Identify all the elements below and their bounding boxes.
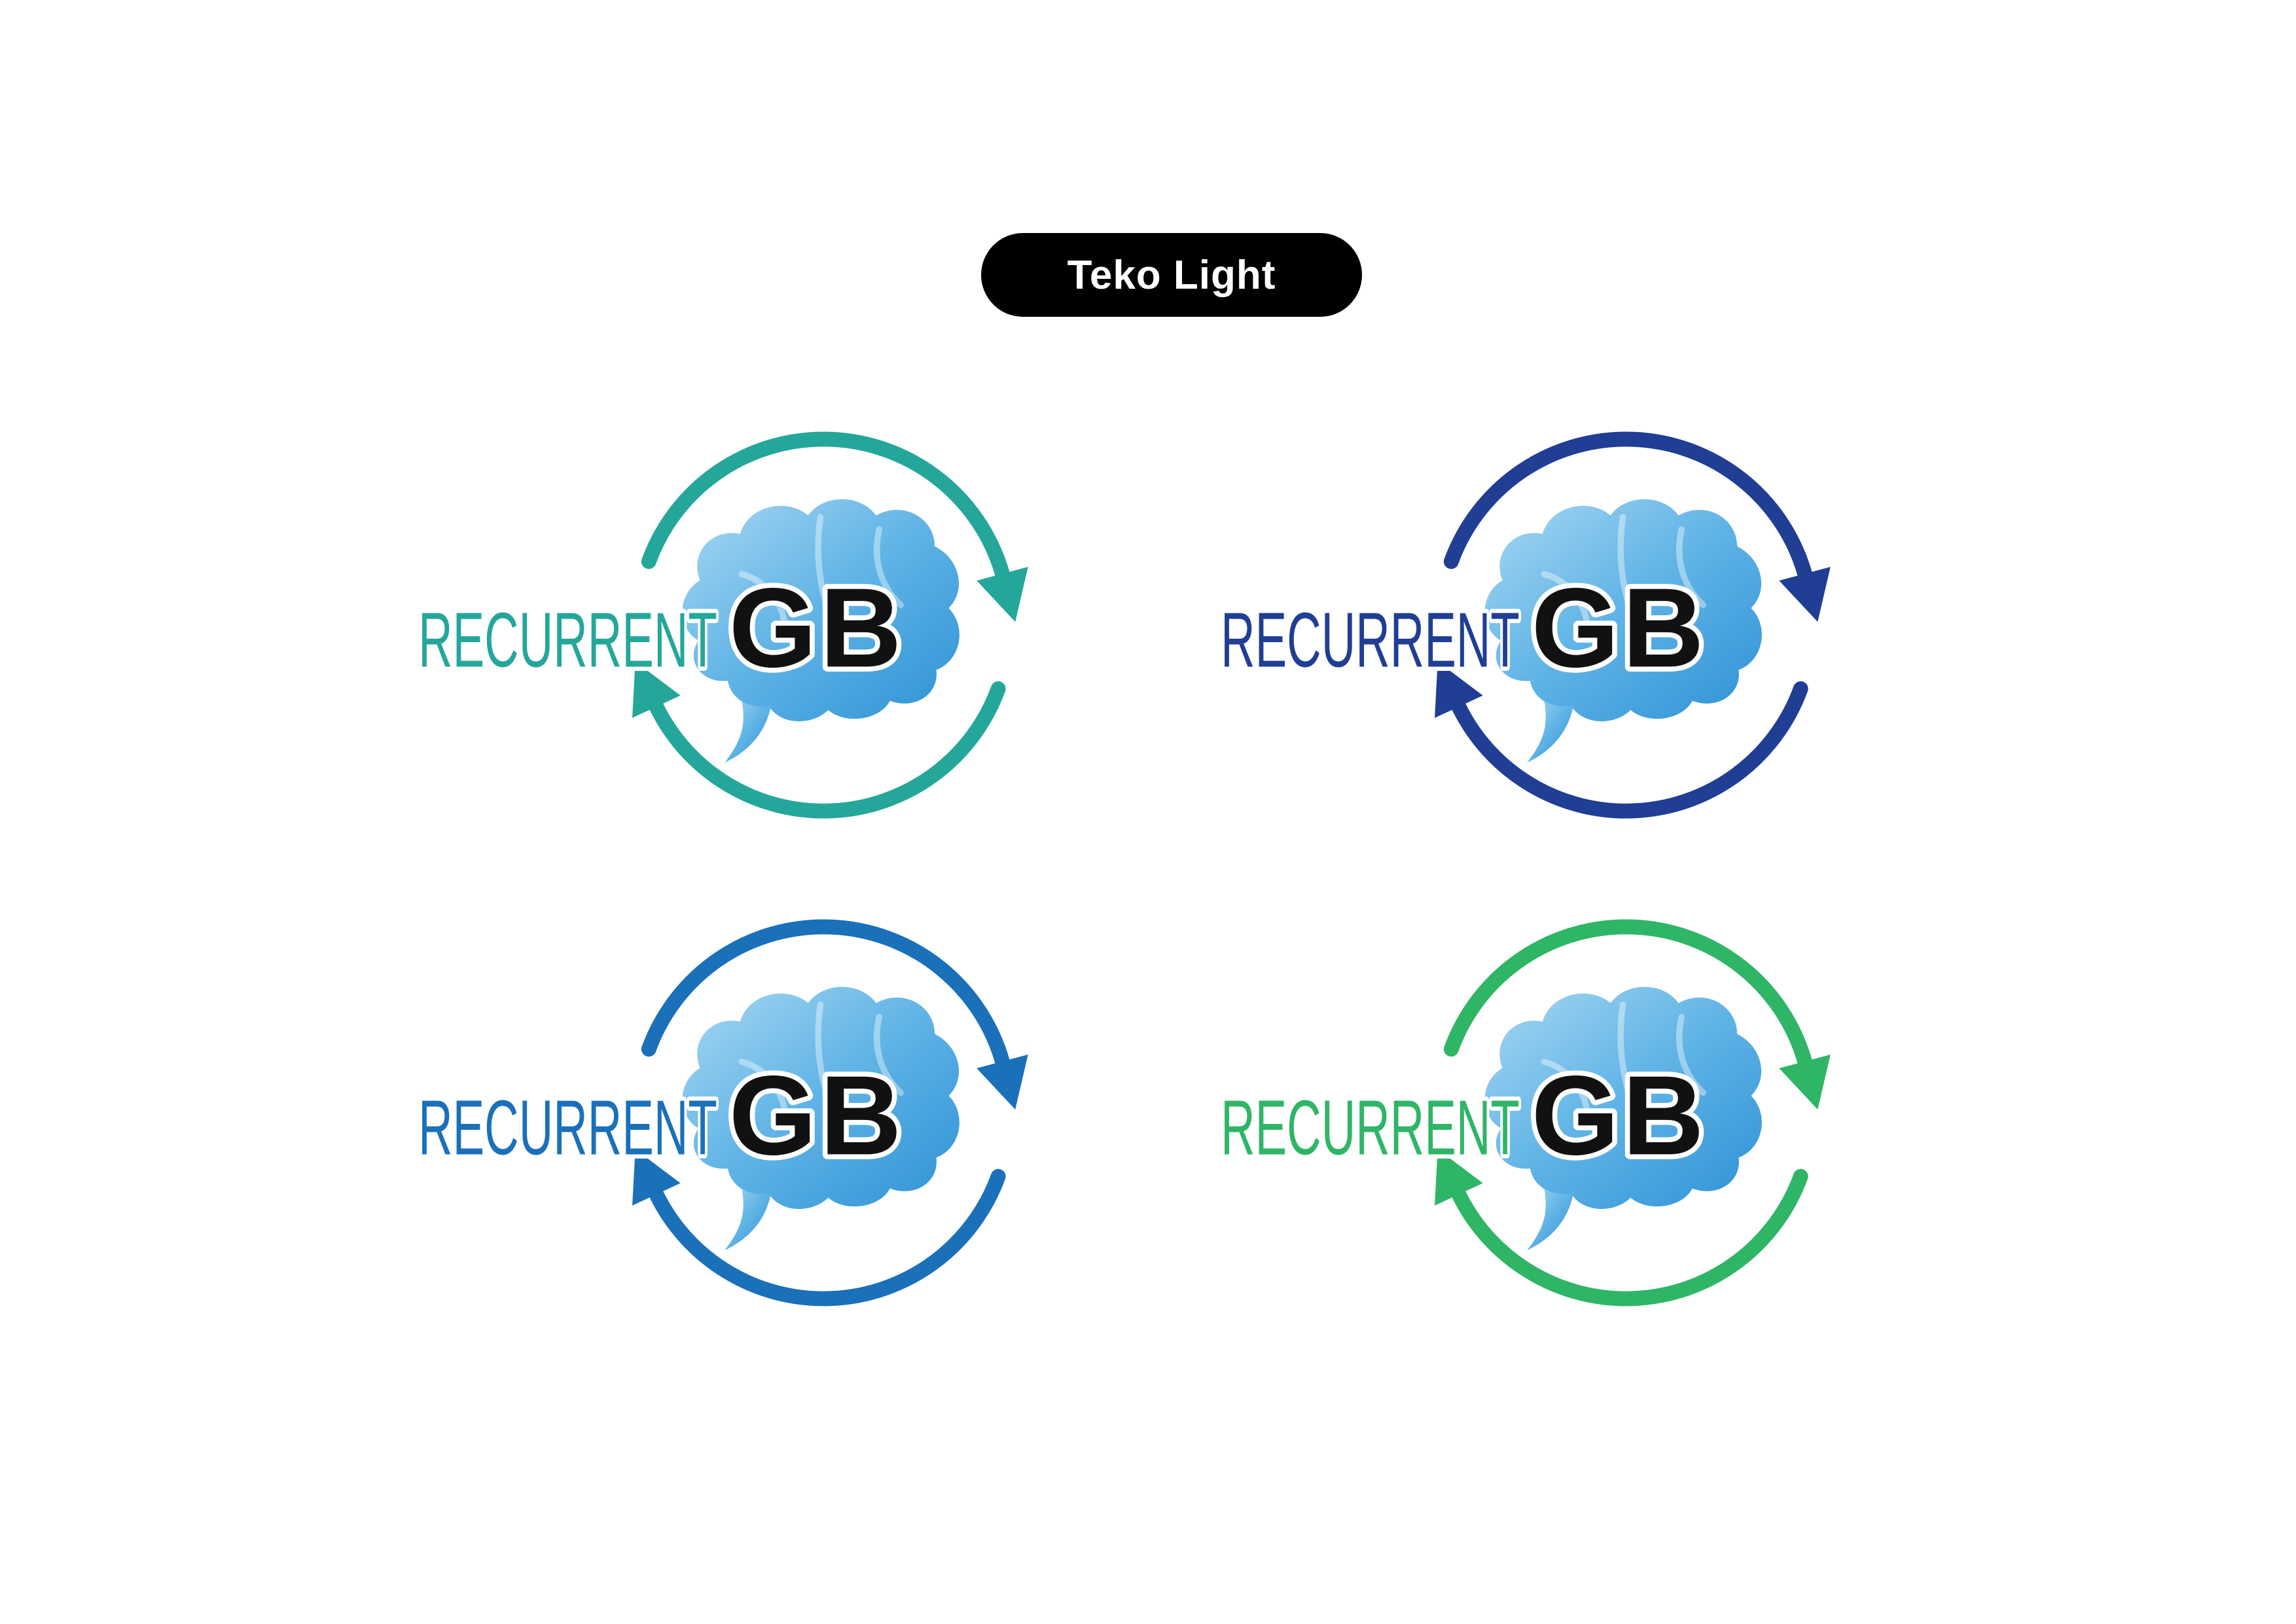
brain-icon bbox=[1484, 986, 1762, 1251]
brain-stem bbox=[1527, 700, 1574, 763]
brain-icon bbox=[682, 986, 960, 1251]
brain-lobe-lines bbox=[1541, 514, 1706, 650]
brain-body bbox=[682, 986, 960, 1209]
brain-icon bbox=[1484, 499, 1762, 763]
logo-variant-teal: RECURRENT GB bbox=[325, 359, 1122, 891]
brain-body bbox=[1484, 986, 1762, 1209]
brain-lobe-lines bbox=[1541, 1001, 1706, 1138]
font-label-text: Teko Light bbox=[1067, 252, 1276, 298]
cycle-arrowhead-top-icon bbox=[977, 567, 1028, 623]
brain-stem bbox=[1527, 1188, 1574, 1251]
brain-stem bbox=[725, 700, 772, 763]
cycle-arc-bottom bbox=[1450, 1168, 1808, 1307]
logo-variant-blue: RECURRENT GB bbox=[325, 847, 1122, 1379]
cycle-arc-top bbox=[641, 919, 1011, 1072]
brain-body bbox=[682, 499, 960, 721]
cycle-arrowhead-bottom-icon bbox=[1435, 661, 1483, 718]
logo-wordmark-recurrent: RECURRENT bbox=[418, 1084, 717, 1171]
brain-icon bbox=[682, 499, 960, 763]
cycle-arrowhead-top-icon bbox=[1779, 567, 1831, 623]
brain-lobe-lines bbox=[738, 514, 904, 650]
font-label-badge: Teko Light bbox=[981, 233, 1362, 317]
cycle-arc-top bbox=[1443, 431, 1814, 585]
cycle-arc-top bbox=[1443, 919, 1814, 1072]
cycle-arrowhead-top-icon bbox=[977, 1055, 1028, 1110]
cycle-arrowhead-top-icon bbox=[1779, 1055, 1831, 1110]
logo-wordmark-gb: GB bbox=[1532, 1052, 1708, 1178]
cycle-arrowhead-bottom-icon bbox=[632, 1149, 681, 1206]
cycle-arrowhead-bottom-icon bbox=[632, 661, 681, 718]
logo-wordmark-gb: GB bbox=[729, 564, 905, 691]
cycle-arc-bottom bbox=[647, 681, 1006, 819]
cycle-arc-bottom bbox=[647, 1168, 1006, 1307]
cycle-arrowhead-bottom-icon bbox=[1435, 1149, 1483, 1206]
logo-wordmark-recurrent: RECURRENT bbox=[418, 596, 717, 683]
cycle-arc-bottom bbox=[1450, 681, 1808, 819]
brain-stem bbox=[725, 1188, 772, 1251]
cycle-arc-top bbox=[641, 431, 1011, 585]
logo-wordmark-gb: GB bbox=[729, 1052, 905, 1178]
brain-body bbox=[1484, 499, 1762, 721]
brain-lobe-lines bbox=[738, 1001, 904, 1138]
logo-wordmark-gb: GB bbox=[1532, 564, 1708, 691]
logo-variant-navy: RECURRENT GB bbox=[1128, 359, 1925, 891]
logo-variant-green: RECURRENT GB bbox=[1128, 847, 1925, 1379]
logo-wordmark-recurrent: RECURRENT bbox=[1221, 1084, 1520, 1171]
logo-wordmark-recurrent: RECURRENT bbox=[1221, 596, 1520, 683]
